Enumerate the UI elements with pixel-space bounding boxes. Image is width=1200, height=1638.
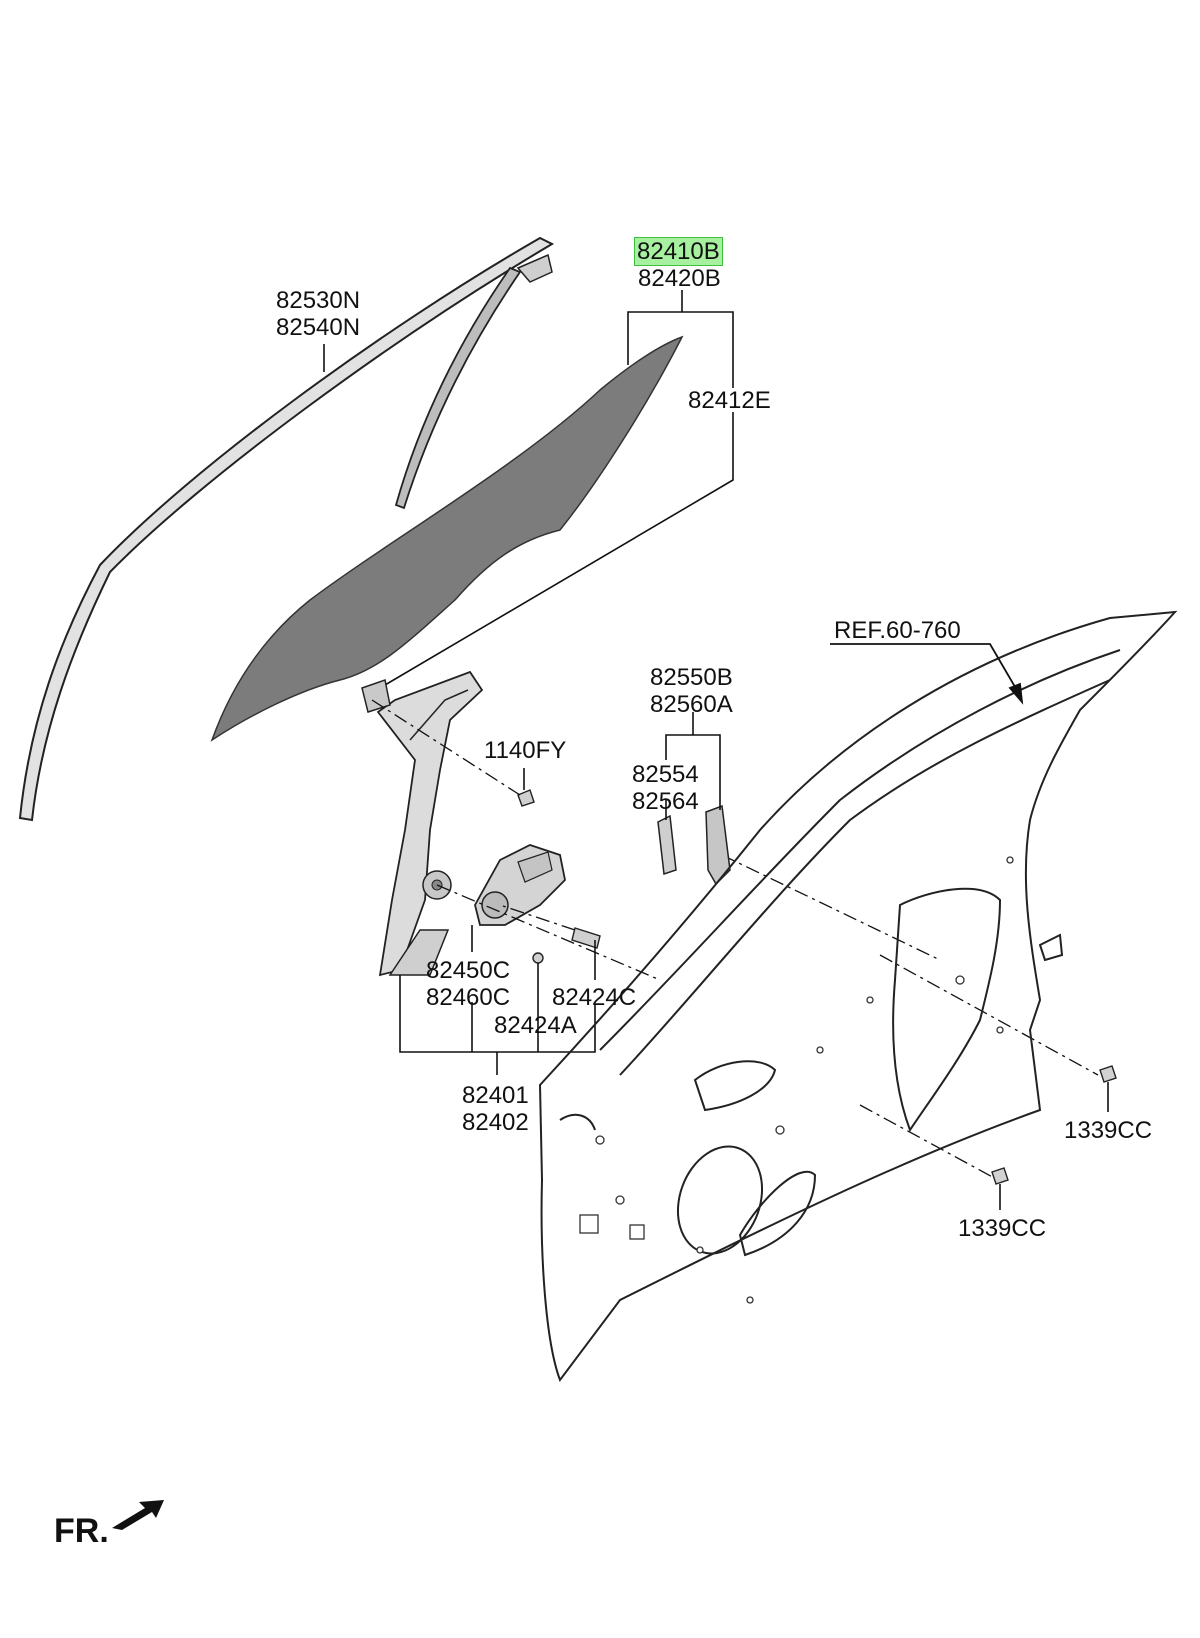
molding-end-clip bbox=[516, 253, 553, 283]
plug-leader-lines bbox=[999, 1082, 1109, 1210]
label-82420B[interactable]: 82420B bbox=[638, 265, 721, 292]
label-82424C[interactable]: 82424C bbox=[552, 984, 637, 1011]
label-82550B[interactable]: 82550B bbox=[650, 664, 733, 691]
label-82554[interactable]: 82554 bbox=[632, 761, 699, 788]
assembly-dashed-lines bbox=[371, 699, 1099, 1181]
door-glass[interactable] bbox=[210, 335, 684, 742]
label-82402[interactable]: 82402 bbox=[462, 1109, 529, 1136]
door-panel-holes bbox=[579, 856, 1014, 1304]
door-panel[interactable] bbox=[538, 610, 1178, 1383]
label-82410B[interactable]: 82410B bbox=[634, 237, 723, 266]
sash-leader-lines bbox=[665, 712, 721, 820]
ref-pointer bbox=[830, 643, 1024, 705]
label-82530N[interactable]: 82530N bbox=[276, 287, 361, 314]
sash-trim-inner[interactable] bbox=[657, 814, 677, 876]
window-motor[interactable] bbox=[474, 844, 566, 926]
bolt-82424a[interactable] bbox=[532, 952, 544, 964]
bolt-1140fy[interactable] bbox=[517, 789, 535, 807]
outer-molding-strip[interactable] bbox=[18, 236, 555, 822]
front-label: FR. bbox=[54, 1512, 109, 1550]
label-1339CC-lower[interactable]: 1339CC bbox=[958, 1215, 1047, 1242]
front-arrow-icon bbox=[112, 1500, 164, 1530]
label-82540N[interactable]: 82540N bbox=[276, 314, 361, 341]
glass-leader-lines bbox=[384, 290, 734, 686]
label-82564[interactable]: 82564 bbox=[632, 788, 699, 815]
glass-run-channel[interactable] bbox=[394, 266, 522, 510]
label-82560A[interactable]: 82560A bbox=[650, 691, 733, 718]
label-1339CC-upper[interactable]: 1339CC bbox=[1064, 1117, 1153, 1144]
label-82450C[interactable]: 82450C bbox=[426, 957, 511, 984]
bolt-82424c[interactable] bbox=[571, 927, 601, 949]
glass-bracket[interactable] bbox=[361, 679, 391, 713]
plug-lower[interactable] bbox=[991, 1167, 1009, 1185]
regulator-leader-lines bbox=[399, 768, 596, 1075]
label-82412E[interactable]: 82412E bbox=[688, 387, 771, 414]
plug-upper[interactable] bbox=[1099, 1065, 1117, 1083]
label-1140FY[interactable]: 1140FY bbox=[484, 737, 567, 764]
label-82460C[interactable]: 82460C bbox=[426, 984, 511, 1011]
label-82401[interactable]: 82401 bbox=[462, 1082, 529, 1109]
label-82424A[interactable]: 82424A bbox=[494, 1012, 577, 1039]
window-regulator[interactable] bbox=[376, 670, 484, 977]
label-ref[interactable]: REF.60-760 bbox=[834, 617, 961, 644]
